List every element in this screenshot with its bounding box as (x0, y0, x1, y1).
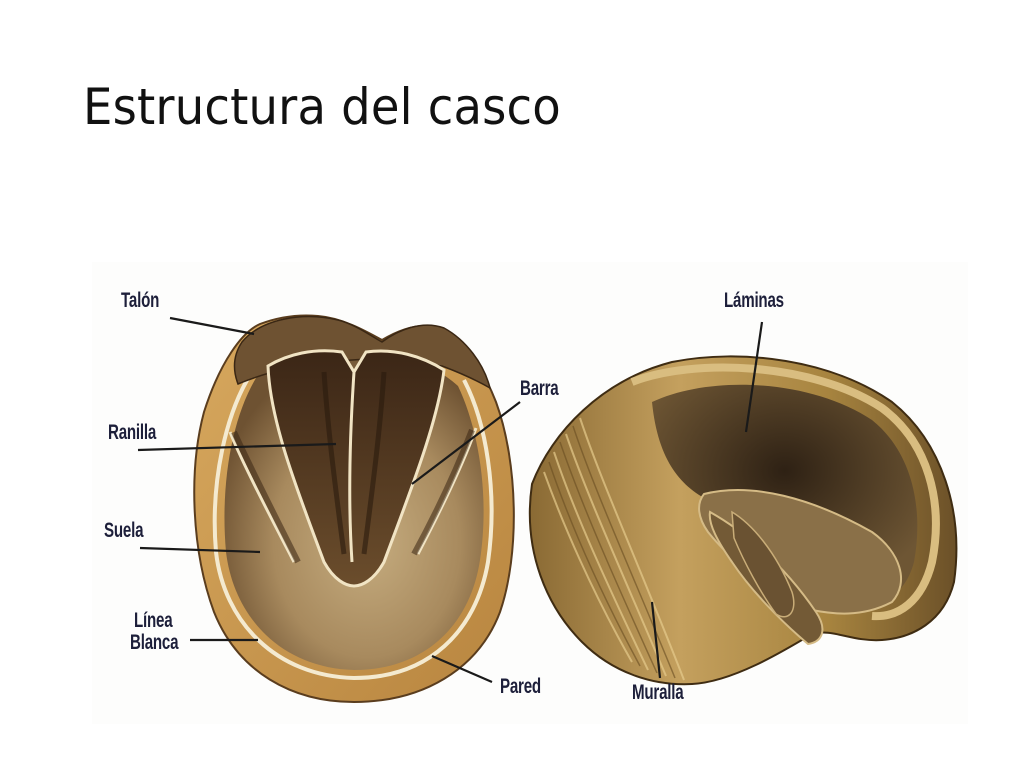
label-muralla: Muralla (632, 681, 684, 704)
leader-lines (137, 316, 764, 684)
leader-suela (139, 546, 261, 554)
leader-laminas (744, 321, 764, 433)
label-suela: Suela (104, 519, 144, 542)
leader-barra (411, 401, 521, 485)
leader-muralla (650, 601, 662, 679)
label-blanca: Blanca (130, 631, 179, 654)
sole-view-hoof (193, 314, 515, 704)
wall-view-hoof (528, 355, 958, 686)
leader-ranilla (137, 442, 337, 452)
label-barra: Barra (520, 377, 559, 400)
slide-title: Estructura del casco (83, 78, 561, 136)
leader-talon (169, 316, 255, 336)
hoof-anatomy-figure: Talón Ranilla Suela Línea Blanca Barra P… (92, 262, 968, 724)
label-ranilla: Ranilla (108, 421, 157, 444)
hoof-illustration (137, 314, 958, 704)
label-pared: Pared (500, 675, 541, 698)
label-talon: Talón (121, 289, 160, 312)
label-laminas: Láminas (724, 289, 784, 312)
leader-pared (431, 654, 493, 684)
label-linea: Línea (134, 609, 173, 632)
